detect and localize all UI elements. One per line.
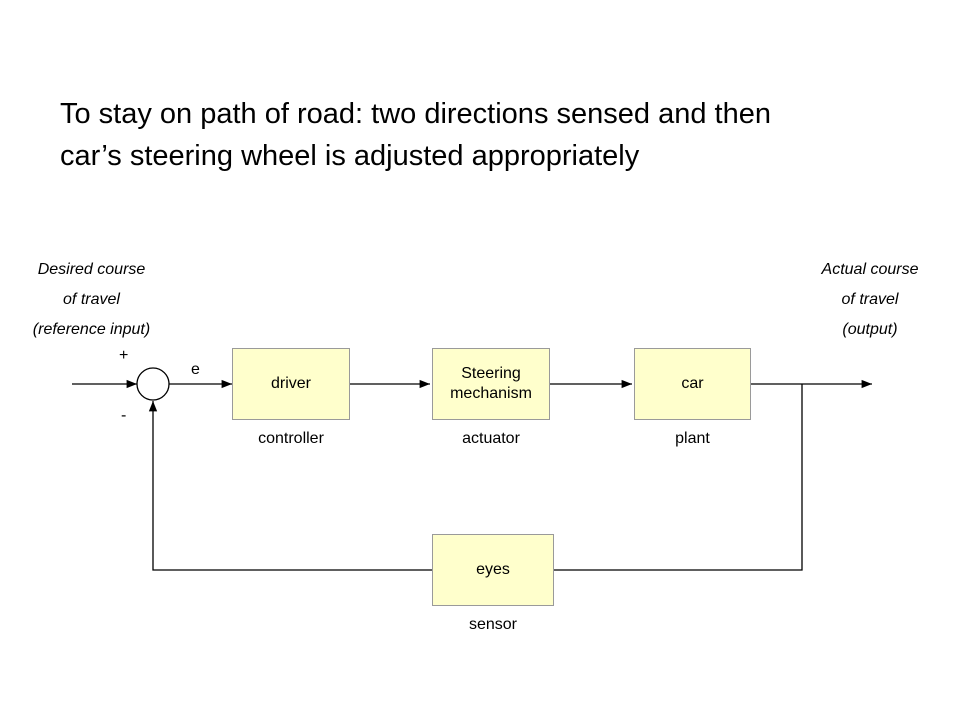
reference-input-label-2: of travel bbox=[63, 291, 120, 308]
plus-sign: + bbox=[119, 347, 129, 364]
controller-caption: controller bbox=[258, 430, 324, 447]
title-line-2: car’s steering wheel is adjusted appropr… bbox=[60, 140, 640, 172]
slide-title: To stay on path of road: two directions … bbox=[60, 93, 920, 177]
driver-block: driver bbox=[232, 348, 350, 420]
sensor-caption: sensor bbox=[468, 616, 518, 633]
summing-junction bbox=[136, 367, 170, 401]
car-block-label: car bbox=[681, 375, 704, 392]
eyes-block: eyes bbox=[432, 534, 554, 606]
steering-mechanism-block: Steering mechanism bbox=[432, 348, 550, 420]
reference-input-label-3: (reference input) bbox=[32, 321, 151, 338]
car-block: car bbox=[634, 348, 751, 420]
feedback-return-line bbox=[148, 401, 432, 571]
error-signal-label: e bbox=[191, 361, 200, 378]
output-label-2: of travel bbox=[841, 291, 899, 308]
output-label-3: (output) bbox=[842, 321, 898, 338]
minus-sign: - bbox=[121, 407, 127, 424]
plant-caption: plant bbox=[675, 430, 710, 447]
steering-line-2: mechanism bbox=[450, 385, 532, 402]
feedback-takeoff-line bbox=[554, 384, 803, 571]
title-line-1: To stay on path of road: two directions … bbox=[60, 98, 771, 130]
steering-mechanism-label: Steering mechanism bbox=[450, 364, 532, 404]
eyes-block-label: eyes bbox=[476, 561, 510, 578]
steering-line-1: Steering bbox=[461, 365, 521, 382]
driver-block-label: driver bbox=[270, 375, 311, 392]
output-label-1: Actual course bbox=[821, 261, 919, 278]
actuator-caption: actuator bbox=[462, 430, 520, 447]
reference-input-label-1: Desired course bbox=[37, 261, 146, 278]
